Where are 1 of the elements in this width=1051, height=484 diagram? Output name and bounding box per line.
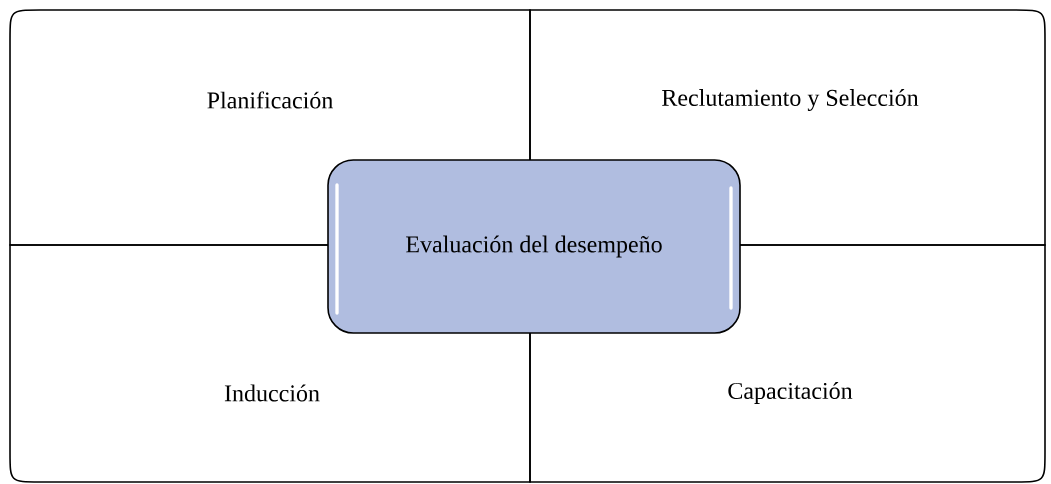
rounded-box: Evaluación del desempeño — [327, 159, 741, 334]
